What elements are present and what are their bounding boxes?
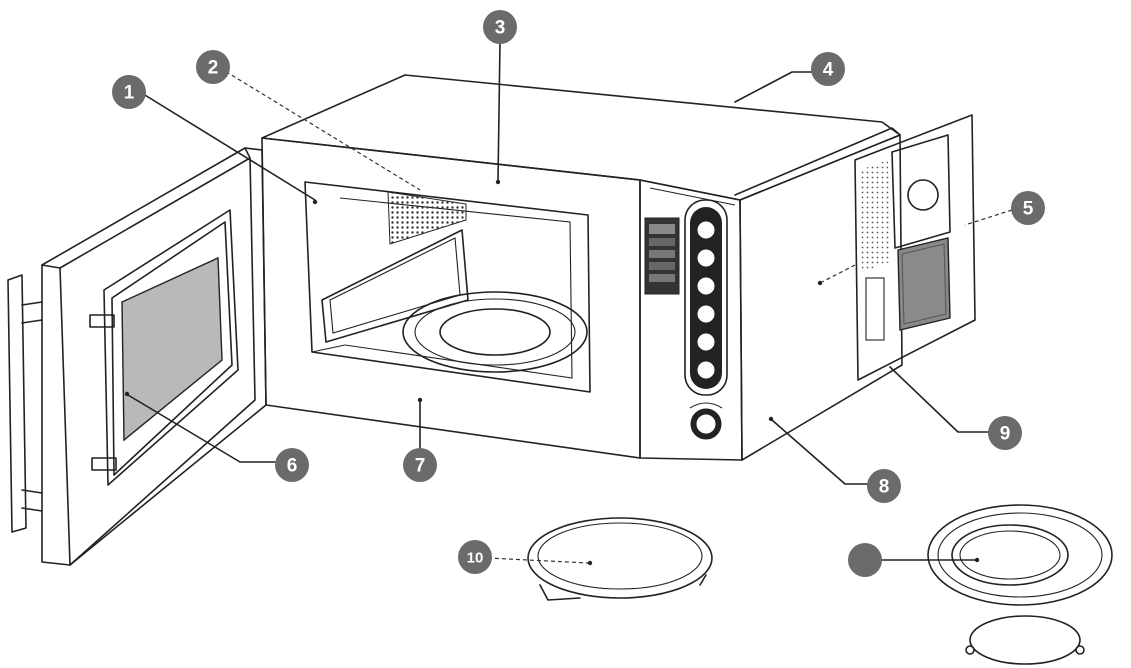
callout-4: 4 — [811, 52, 845, 86]
cabinet-top — [261, 74, 901, 201]
door — [7, 147, 267, 566]
panel-button[interactable] — [696, 304, 716, 324]
panel-button[interactable] — [696, 360, 716, 380]
callout-1: 1 — [112, 75, 146, 109]
callout-label: 5 — [1023, 199, 1034, 220]
callout-6: 6 — [275, 448, 309, 482]
callout-label: 3 — [495, 18, 506, 39]
callout-label: 7 — [415, 456, 426, 477]
callout-2: 2 — [196, 50, 230, 84]
door-latch-top — [89, 314, 115, 328]
vent-grille — [387, 191, 467, 245]
door-glass — [121, 256, 223, 442]
callout-label: 9 — [1000, 424, 1011, 445]
callout-8: 8 — [867, 469, 901, 503]
cavity — [304, 181, 591, 393]
callout-11 — [848, 543, 882, 577]
callout-label: 8 — [879, 477, 890, 498]
callout-10: 10 — [458, 540, 492, 574]
turntable-inside — [402, 291, 588, 373]
callout-label: 10 — [467, 550, 484, 567]
leader-lines — [124, 41, 1013, 566]
side-cover-panel — [854, 114, 976, 381]
door-latch-bottom — [91, 457, 117, 471]
panel-button[interactable] — [696, 220, 716, 240]
callout-label: 4 — [823, 60, 834, 81]
callout-9: 9 — [988, 416, 1022, 450]
callout-7: 7 — [403, 448, 437, 482]
callout-3: 3 — [483, 10, 517, 44]
button-column — [684, 199, 728, 396]
callout-5: 5 — [1011, 191, 1045, 225]
panel-button[interactable] — [696, 332, 716, 352]
callout-label: 2 — [208, 58, 219, 79]
control-panel — [639, 179, 743, 461]
panel-button[interactable] — [696, 276, 716, 296]
fan-opening — [907, 179, 939, 211]
glass-tray — [927, 504, 1113, 665]
panel-button[interactable] — [696, 248, 716, 268]
door-handle — [7, 274, 27, 533]
callout-label: 6 — [287, 456, 298, 477]
roller-ring — [527, 517, 713, 601]
cabinet — [261, 74, 903, 461]
callout-label: 1 — [124, 83, 135, 104]
